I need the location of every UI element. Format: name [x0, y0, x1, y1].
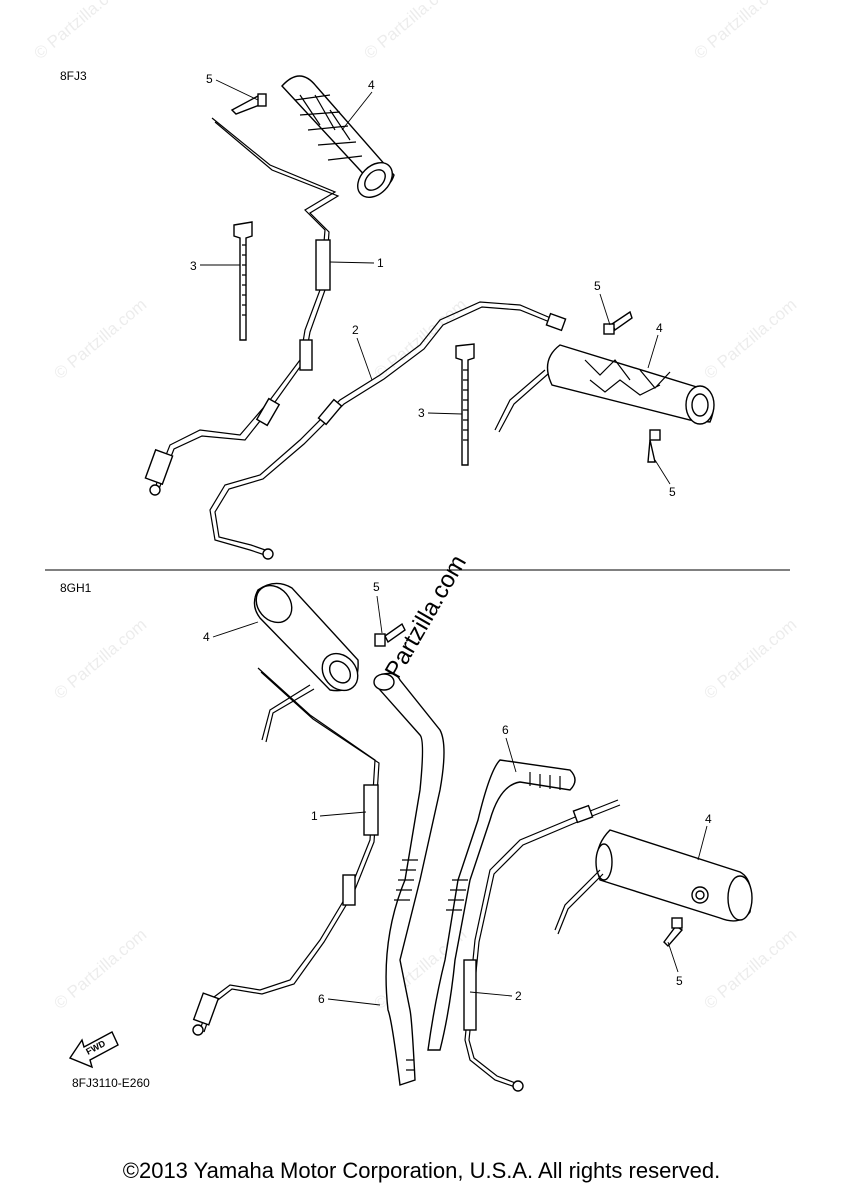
screw-top-left [230, 93, 267, 115]
callout-5: 5 [594, 279, 601, 293]
callout-2: 2 [515, 989, 522, 1003]
callout-3: 3 [418, 406, 425, 420]
callout-6: 6 [502, 723, 509, 737]
callout-5: 5 [669, 485, 676, 499]
grip-top-left [281, 75, 395, 198]
cable-2-bottom [463, 799, 621, 1092]
callout-5: 5 [206, 72, 213, 86]
watermark: © Partzilla.com [700, 925, 800, 1013]
grip-bottom-left [253, 582, 359, 743]
fwd-arrow-icon: FWD [68, 1031, 119, 1069]
cable-wrap-center [373, 672, 445, 1086]
callout-4: 4 [705, 812, 712, 826]
grip-bottom-right [554, 829, 753, 935]
callout-5: 5 [676, 974, 683, 988]
diagram-code: 8FJ3110-E260 [72, 1076, 150, 1090]
watermark: © Partzilla.com [690, 0, 790, 63]
watermark: © Partzilla.com [50, 925, 150, 1013]
watermark: © Partzilla.com [370, 295, 470, 383]
callout-4: 4 [203, 630, 210, 644]
throttle-cable-bottom [192, 667, 380, 1036]
watermark: © Partzilla.com [30, 0, 130, 63]
callout-4: 4 [368, 78, 375, 92]
screw-top-right-lower [647, 429, 661, 463]
callout-5: 5 [373, 580, 380, 594]
callout-1: 1 [311, 809, 318, 823]
throttle-cable-top [144, 117, 340, 496]
watermark: © Partzilla.com [700, 295, 800, 383]
screw-bottom-middle [374, 622, 406, 647]
section-label-bottom: 8GH1 [60, 581, 92, 595]
callout-1: 1 [377, 256, 384, 270]
watermark: © Partzilla.com [50, 295, 150, 383]
callout-3: 3 [190, 259, 197, 273]
watermark: © Partzilla.com [700, 615, 800, 703]
watermark: © Partzilla.com [360, 0, 460, 63]
cable-tie-top-left [233, 221, 253, 341]
cable-tie-top-middle [455, 343, 475, 466]
screw-bottom-right [663, 917, 684, 948]
cable-wrap-right [427, 759, 576, 1051]
section-label-top: 8FJ3 [60, 69, 87, 83]
copyright-footer: ©2013 Yamaha Motor Corporation, U.S.A. A… [122, 1158, 721, 1183]
watermark: © Partzilla.com [50, 615, 150, 703]
grip-top-right [494, 344, 715, 433]
callout-2: 2 [352, 323, 359, 337]
screw-top-right-upper [603, 310, 633, 335]
callout-4: 4 [656, 321, 663, 335]
cable-2-top [209, 301, 567, 560]
callout-6: 6 [318, 992, 325, 1006]
